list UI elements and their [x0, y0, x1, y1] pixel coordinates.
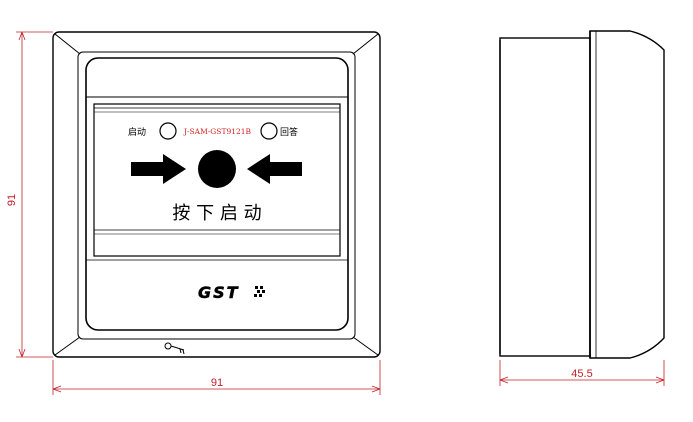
model-code: J-SAM-GST9121B: [183, 127, 252, 136]
arrow-left-icon: [247, 154, 302, 184]
side-view: [499, 30, 665, 359]
start-led: [159, 122, 177, 140]
side-body: [499, 37, 591, 357]
bevel-frame: [77, 51, 356, 340]
push-button: [198, 150, 236, 188]
inner-panel: [85, 57, 349, 331]
dimension-lines: [16, 31, 665, 395]
start-label-small: 启动: [128, 126, 146, 138]
answer-led: [260, 122, 278, 140]
key-icon: [164, 342, 185, 355]
logo-text: GST: [198, 283, 240, 302]
logo-mark-icon: [254, 286, 265, 297]
answer-label: 回答: [280, 126, 298, 138]
arrow-right-icon: [131, 154, 186, 184]
depth-dimension: 45.5: [571, 368, 592, 380]
height-dimension: 91: [6, 194, 18, 206]
front-view: [52, 31, 381, 358]
main-label: 按 下 启 动: [172, 203, 261, 224]
side-front-face: [589, 30, 665, 359]
width-dimension: 91: [211, 377, 223, 389]
outer-frame: [52, 31, 381, 358]
